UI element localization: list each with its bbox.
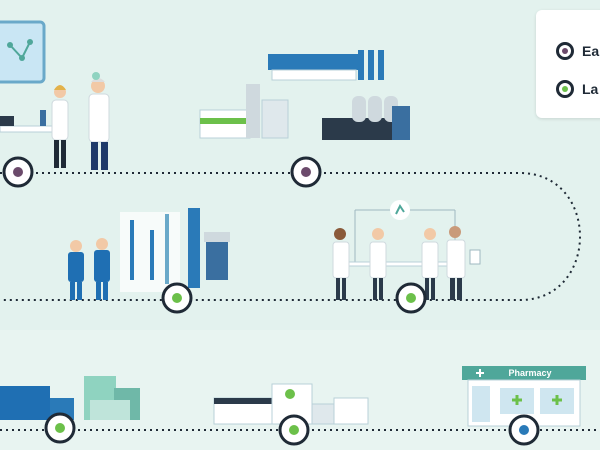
scientist-man <box>88 72 110 170</box>
workers-blue <box>68 238 110 300</box>
pharmacy-sign-text: Pharmacy <box>508 368 552 378</box>
dotted-path-upper <box>0 172 581 301</box>
legend-label-late: La <box>582 81 599 97</box>
clinical-team <box>332 200 481 300</box>
factory-left <box>199 84 289 139</box>
node-distribution[interactable] <box>278 414 310 446</box>
node-production[interactable] <box>290 156 322 188</box>
warehouse <box>84 376 140 420</box>
scientist-woman <box>51 85 69 168</box>
factory-top <box>268 50 384 81</box>
legend-panel: Ea La <box>536 10 600 118</box>
node-pilot-plant[interactable] <box>161 282 193 314</box>
distribution-center <box>213 383 369 425</box>
node-research[interactable] <box>2 156 34 188</box>
node-logistics[interactable] <box>44 412 76 444</box>
legend-label-early: Ea <box>582 43 600 59</box>
legend-item-early: Ea <box>556 38 599 64</box>
factory-right <box>322 96 410 140</box>
pilot-plant <box>120 208 230 292</box>
legend-item-late: La <box>556 76 598 102</box>
node-pharmacy[interactable] <box>508 414 540 446</box>
research-screen <box>0 20 46 84</box>
node-clinical[interactable] <box>395 282 427 314</box>
legend-dot-late <box>556 80 574 98</box>
legend-dot-early <box>556 42 574 60</box>
